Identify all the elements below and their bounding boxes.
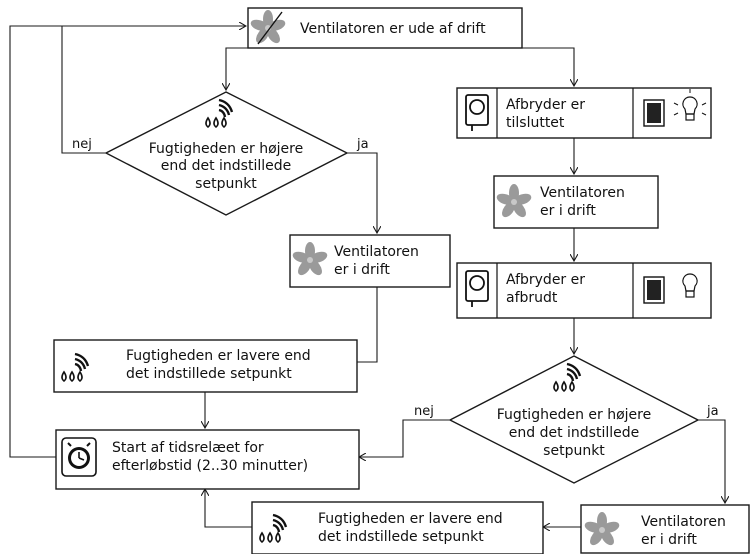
switch-icon bbox=[465, 94, 489, 132]
fan-bottom-line-2: er i drift bbox=[641, 532, 697, 548]
low-bottom-line-2: det indstillede setpunkt bbox=[318, 529, 484, 545]
node-humidity-lower-bottom: Fugtigheden er lavere end det indstilled… bbox=[251, 501, 544, 554]
d2-line-1: Fugtigheden er højere bbox=[497, 407, 651, 423]
switch-icon bbox=[465, 270, 489, 308]
node-fan-off: Ventilatoren er ude af drift bbox=[247, 7, 523, 49]
decision-humidity-higher-left: Fugtigheden er højere end det indstilled… bbox=[72, 91, 369, 216]
wall-switch-icon bbox=[643, 99, 665, 127]
node-switch-connected: Afbryder er tilsluttet bbox=[456, 87, 712, 139]
low-bottom-line-1: Fugtigheden er lavere end bbox=[318, 511, 503, 527]
d1-line-1: Fugtigheden er højere bbox=[149, 141, 303, 157]
fan-right-line-2: er i drift bbox=[540, 203, 596, 219]
connectors bbox=[9, 26, 725, 527]
decision-humidity-higher-right: Fugtigheden er højere end det indstilled… bbox=[414, 355, 719, 484]
low-left-line-2: det indstillede setpunkt bbox=[126, 366, 292, 382]
node-fan-off-label: Ventilatoren er ude af drift bbox=[300, 21, 486, 37]
d1-no-label: nej bbox=[72, 137, 92, 152]
timer-icon bbox=[61, 437, 97, 477]
sw-off-line-2: afbrudt bbox=[506, 290, 558, 306]
d2-line-3: setpunkt bbox=[543, 443, 605, 459]
node-humidity-lower-left: Fugtigheden er lavere end det indstilled… bbox=[53, 339, 358, 393]
fan-bottom-line-1: Ventilatoren bbox=[641, 514, 726, 530]
node-fan-running-right: Ventilatoren er i drift bbox=[493, 175, 659, 229]
timer-line-1: Start af tidsrelæet for bbox=[112, 440, 264, 456]
d1-line-3: setpunkt bbox=[195, 176, 257, 192]
sw-on-line-1: Afbryder er bbox=[506, 97, 585, 113]
fan-left-line-2: er i drift bbox=[334, 262, 390, 278]
lamp-on-icon bbox=[673, 89, 707, 121]
wall-switch-icon bbox=[643, 276, 665, 304]
node-fan-running-left: Ventilatoren er i drift bbox=[289, 234, 451, 288]
sw-on-line-2: tilsluttet bbox=[506, 115, 565, 131]
fan-left-line-1: Ventilatoren bbox=[334, 244, 419, 260]
d1-line-2: end det indstillede bbox=[161, 158, 291, 174]
d1-yes-label: ja bbox=[356, 137, 369, 152]
d2-yes-label: ja bbox=[706, 404, 719, 419]
d2-no-label: nej bbox=[414, 404, 434, 419]
d2-line-2: end det indstillede bbox=[509, 425, 639, 441]
node-switch-disconnected: Afbryder er afbrudt bbox=[456, 262, 712, 319]
low-left-line-1: Fugtigheden er lavere end bbox=[126, 348, 311, 364]
node-timer-start: Start af tidsrelæet for efterløbstid (2.… bbox=[55, 429, 360, 490]
sw-off-line-1: Afbryder er bbox=[506, 272, 585, 288]
timer-line-2: efterløbstid (2..30 minutter) bbox=[112, 458, 308, 474]
fan-right-line-1: Ventilatoren bbox=[540, 185, 625, 201]
node-fan-running-bottom: Ventilatoren er i drift bbox=[580, 504, 750, 554]
